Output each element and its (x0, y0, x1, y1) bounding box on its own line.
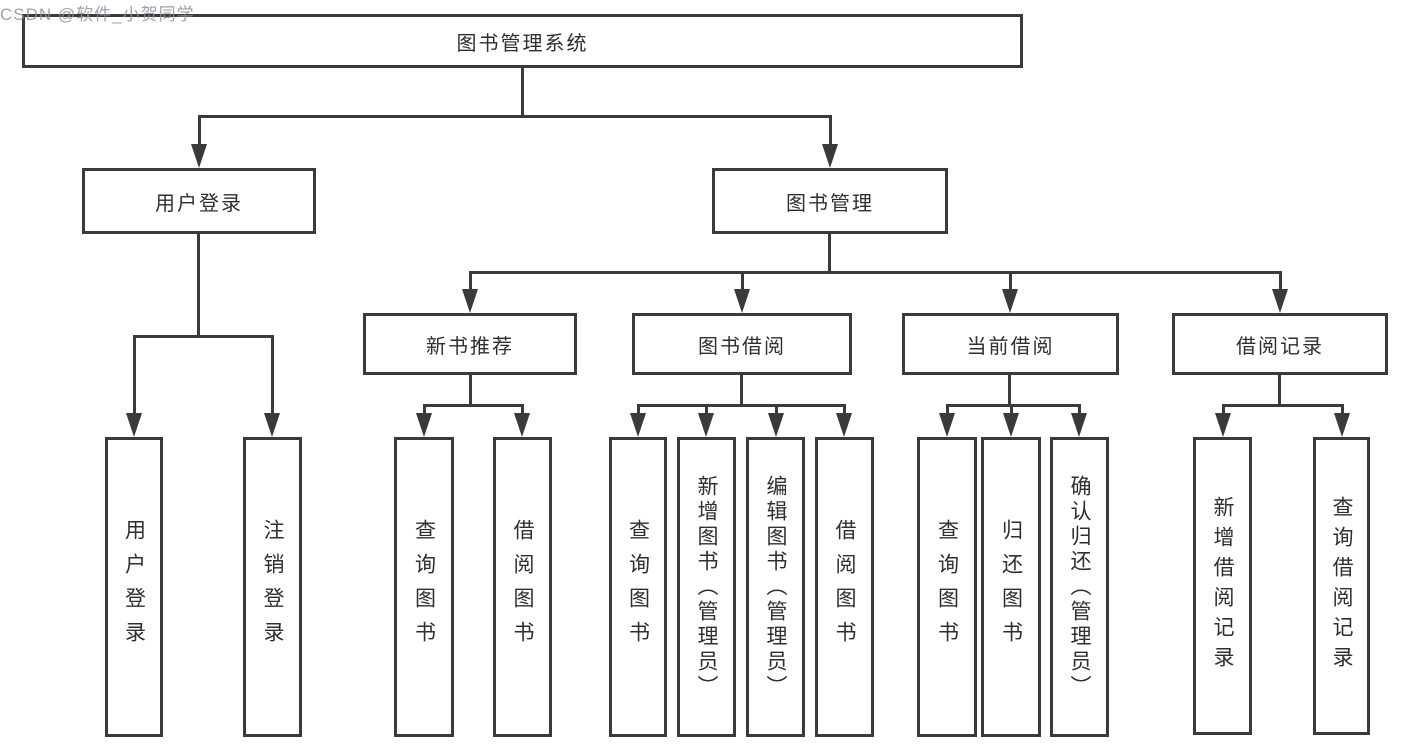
node-label: 用户登录 (122, 519, 146, 655)
node-label: 图书借阅 (698, 335, 786, 358)
arrow-shaft (828, 116, 832, 148)
node-leaf-confirm-return: 确认归还（管理员） (1050, 437, 1109, 737)
node-leaf-edit-book: 编辑图书（管理员） (746, 437, 805, 737)
arrowhead-down-icon (1071, 413, 1087, 437)
arrow-shaft (1008, 272, 1012, 293)
node-label: 新增借阅记录 (1211, 496, 1234, 676)
node-leaf-add-record: 新增借阅记录 (1193, 437, 1252, 735)
arrowhead-down-icon (734, 289, 750, 313)
connector-line-vertical (1278, 375, 1281, 407)
node-label: 借阅图书 (833, 519, 856, 655)
arrow-shaft (945, 405, 949, 417)
arrowhead-down-icon (264, 413, 280, 437)
connector-line-horizontal (423, 404, 524, 407)
arrow-shaft (520, 405, 524, 417)
node-current-borrow: 当前借阅 (902, 313, 1119, 375)
node-leaf-return-book: 归还图书 (981, 437, 1041, 737)
node-label: 新增图书（管理员） (695, 474, 718, 700)
arrowhead-down-icon (1272, 289, 1288, 313)
arrow-shaft (740, 272, 744, 293)
node-label: 查询图书 (935, 519, 959, 655)
node-book-mgmt: 图书管理 (712, 168, 948, 234)
arrowhead-down-icon (768, 413, 784, 437)
node-leaf-query-book-3: 查询图书 (917, 437, 977, 737)
arrowhead-down-icon (698, 413, 714, 437)
node-leaf-borrow-book-2: 借阅图书 (815, 437, 874, 737)
arrowhead-down-icon (630, 413, 646, 437)
node-book-borrow: 图书借阅 (632, 313, 852, 375)
arrowhead-down-icon (1334, 413, 1350, 437)
node-borrow-records: 借阅记录 (1172, 313, 1388, 375)
connector-line-horizontal (133, 335, 274, 338)
arrow-shaft (1340, 405, 1344, 417)
node-leaf-query-book-2: 查询图书 (609, 437, 667, 737)
node-leaf-query-book-1: 查询图书 (394, 437, 454, 737)
connector-line-horizontal (1222, 404, 1344, 407)
node-label: 确认归还（管理员） (1068, 474, 1091, 700)
arrow-shaft (1077, 405, 1081, 417)
node-label: 当前借阅 (966, 335, 1055, 358)
connector-line-vertical (521, 68, 524, 118)
connector-line-vertical (1008, 375, 1011, 407)
node-label: 图书管理系统 (456, 32, 589, 55)
arrow-shaft (636, 405, 640, 417)
node-label: 查询借阅记录 (1330, 496, 1353, 676)
arrowhead-down-icon (416, 413, 432, 437)
connector-line-horizontal (469, 271, 1282, 274)
connector-line-horizontal (946, 404, 1081, 407)
node-user-login: 用户登录 (82, 168, 316, 234)
connector-line-vertical (828, 233, 831, 274)
arrow-shaft (1009, 405, 1013, 417)
node-label: 借阅记录 (1236, 335, 1324, 358)
connector-line-vertical (197, 234, 200, 338)
node-label: 注销登录 (261, 519, 284, 655)
node-label: 图书管理 (786, 192, 874, 215)
arrowhead-down-icon (514, 413, 530, 437)
arrow-shaft (422, 405, 426, 417)
arrowhead-down-icon (462, 289, 478, 313)
arrow-shaft (132, 336, 136, 417)
node-label: 编辑图书（管理员） (764, 474, 787, 700)
node-root: 图书管理系统 (22, 14, 1023, 68)
arrowhead-down-icon (822, 144, 838, 168)
arrowhead-down-icon (126, 413, 142, 437)
arrowhead-down-icon (1002, 289, 1018, 313)
node-leaf-logout: 注销登录 (243, 437, 302, 737)
node-leaf-add-book: 新增图书（管理员） (677, 437, 736, 737)
arrow-shaft (1278, 272, 1282, 293)
arrowhead-down-icon (191, 144, 207, 168)
node-leaf-borrow-book-1: 借阅图书 (493, 437, 552, 737)
connector-line-vertical (469, 375, 472, 407)
node-label: 查询图书 (626, 519, 650, 655)
arrow-shaft (774, 405, 778, 417)
arrow-shaft (842, 405, 846, 417)
connector-line-horizontal (637, 404, 846, 407)
arrowhead-down-icon (836, 413, 852, 437)
node-leaf-user-login: 用户登录 (105, 437, 163, 737)
node-label: 查询图书 (412, 519, 436, 655)
connector-line-horizontal (198, 115, 832, 118)
node-label: 借阅图书 (511, 519, 534, 655)
node-label: 归还图书 (999, 519, 1023, 655)
connector-line-vertical (740, 375, 743, 407)
node-label: 用户登录 (155, 192, 243, 215)
arrow-shaft (704, 405, 708, 417)
node-label: 新书推荐 (426, 335, 514, 358)
csdn-watermark: CSDN @软件_小贺同学 (0, 5, 195, 24)
node-leaf-query-record: 查询借阅记录 (1313, 437, 1370, 735)
arrow-shaft (468, 272, 472, 293)
arrowhead-down-icon (1215, 413, 1231, 437)
arrow-shaft (197, 116, 201, 148)
arrow-shaft (270, 336, 274, 417)
arrow-shaft (1221, 405, 1225, 417)
node-new-book-rec: 新书推荐 (363, 313, 577, 375)
arrowhead-down-icon (939, 413, 955, 437)
arrowhead-down-icon (1003, 413, 1019, 437)
